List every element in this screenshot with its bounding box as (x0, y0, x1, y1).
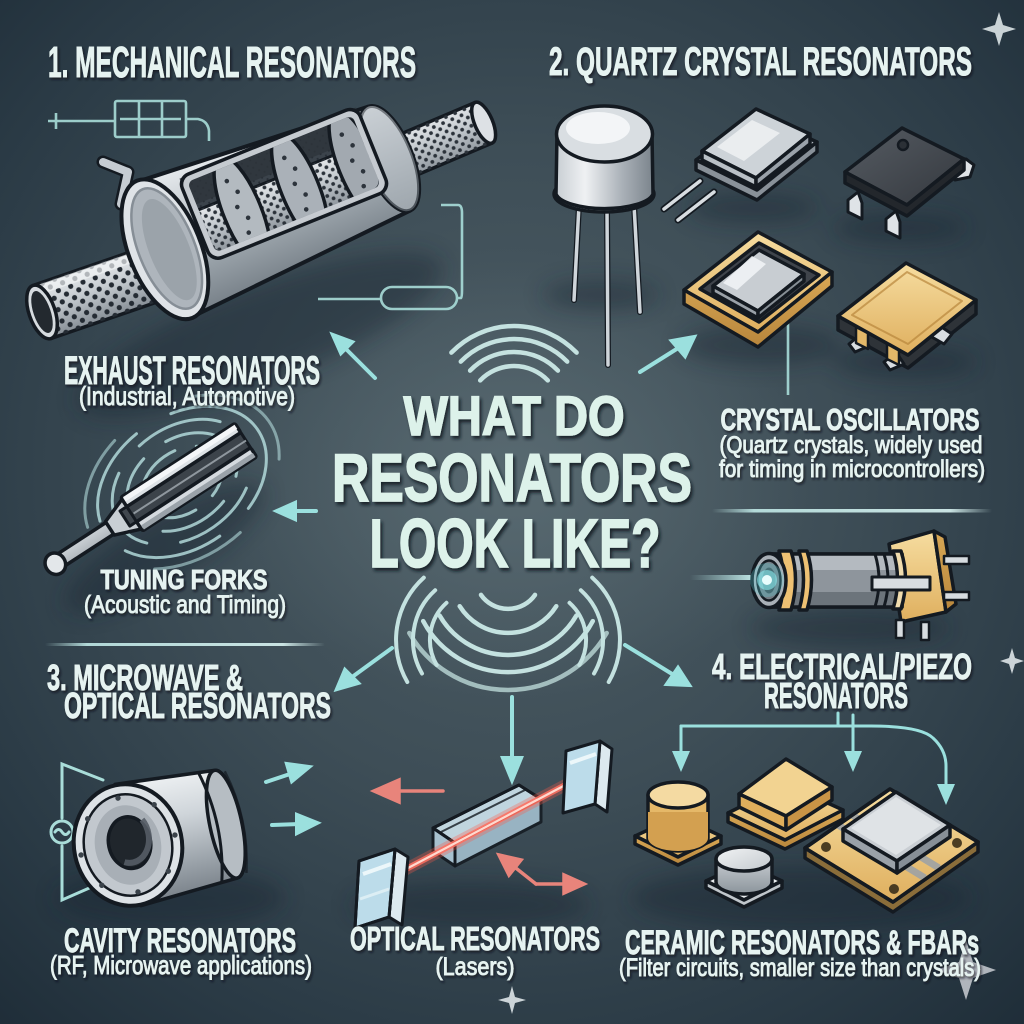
svg-text:4. ELECTRICAL/PIEZO: 4. ELECTRICAL/PIEZO (712, 646, 972, 687)
svg-text:RESONATORS: RESONATORS (332, 440, 692, 516)
svg-text:(Quartz crystals, widely used: (Quartz crystals, widely used (720, 432, 983, 459)
svg-text:1. MECHANICAL RESONATORS: 1. MECHANICAL RESONATORS (48, 38, 416, 87)
svg-text:LOOK LIKE?: LOOK LIKE? (370, 505, 661, 582)
svg-text:TUNING FORKS: TUNING FORKS (101, 564, 268, 595)
svg-text:OPTICAL RESONATORS: OPTICAL RESONATORS (350, 920, 600, 957)
svg-text:CERAMIC RESONATORS & FBARs: CERAMIC RESONATORS & FBARs (625, 924, 979, 962)
svg-text:RESONATORS: RESONATORS (764, 675, 908, 716)
svg-text:for timing in microcontrollers: for timing in microcontrollers) (719, 456, 985, 483)
svg-text:(Filter circuits, smaller size: (Filter circuits, smaller size than crys… (619, 954, 981, 982)
svg-text:2. QUARTZ CRYSTAL RESONATORS: 2. QUARTZ CRYSTAL RESONATORS (549, 40, 972, 84)
svg-text:WHAT DO: WHAT DO (404, 384, 625, 447)
svg-text:(RF, Microwave applications): (RF, Microwave applications) (50, 950, 312, 980)
svg-text:EXHAUST RESONATORS: EXHAUST RESONATORS (64, 349, 320, 393)
svg-text:CAVITY RESONATORS: CAVITY RESONATORS (64, 922, 296, 960)
svg-text:(Acoustic and Timing): (Acoustic and Timing) (84, 591, 286, 619)
svg-text:(Industrial, Automotive): (Industrial, Automotive) (79, 381, 295, 411)
svg-text:3. MICROWAVE &: 3. MICROWAVE & (47, 657, 243, 698)
svg-text:(Lasers): (Lasers) (436, 953, 515, 981)
svg-text:OPTICAL RESONATORS: OPTICAL RESONATORS (64, 685, 331, 726)
svg-text:CRYSTAL OSCILLATORS: CRYSTAL OSCILLATORS (721, 402, 980, 437)
